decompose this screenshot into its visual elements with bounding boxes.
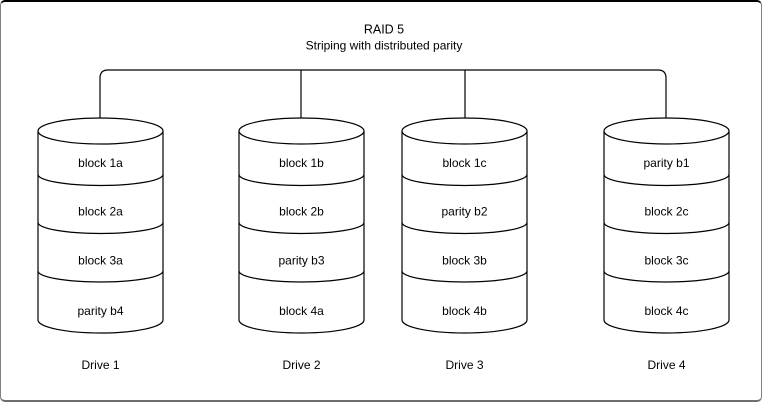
drive-3-group: block 1c parity b2 block 3b block 4b Dri… (401, 117, 528, 372)
disk-cylinder-icon (401, 117, 528, 334)
slot-label: block 1b (279, 156, 324, 170)
disk-cylinder-icon (603, 117, 730, 334)
slot-label: parity b2 (441, 205, 487, 219)
drive-4-group: parity b1 block 2c block 3c block 4c Dri… (603, 117, 730, 372)
slot-label: block 2b (279, 205, 324, 219)
drive-1-group: block 1a block 2a block 3a parity b4 Dri… (37, 117, 164, 372)
bus-connector (99, 69, 667, 120)
bus-line (99, 69, 667, 120)
slot-label: block 3a (78, 254, 123, 268)
disk-cylinder-icon (37, 117, 164, 334)
drive-2-group: block 1b block 2b parity b3 block 4a Dri… (238, 117, 365, 372)
slot-label: block 2c (644, 205, 688, 219)
disk-cylinder-icon (238, 117, 365, 334)
slot-label: block 4a (279, 304, 324, 318)
slot-label: parity b4 (77, 304, 123, 318)
slot-label: parity b1 (643, 156, 689, 170)
slot-label: block 4b (442, 304, 487, 318)
slot-label: block 3b (442, 254, 487, 268)
drive-name-label: Drive 1 (81, 358, 119, 372)
drive-name-label: Drive 2 (282, 358, 320, 372)
slot-label: parity b3 (278, 254, 324, 268)
slot-label: block 2a (78, 205, 123, 219)
slot-label: block 3c (644, 254, 688, 268)
diagram-title: RAID 5 (364, 23, 404, 37)
diagram-subtitle: Striping with distributed parity (306, 39, 463, 53)
slot-label: block 1a (78, 156, 123, 170)
drive-name-label: Drive 3 (445, 358, 483, 372)
slot-label: block 4c (644, 304, 688, 318)
slot-label: block 1c (442, 156, 486, 170)
drive-name-label: Drive 4 (647, 358, 685, 372)
